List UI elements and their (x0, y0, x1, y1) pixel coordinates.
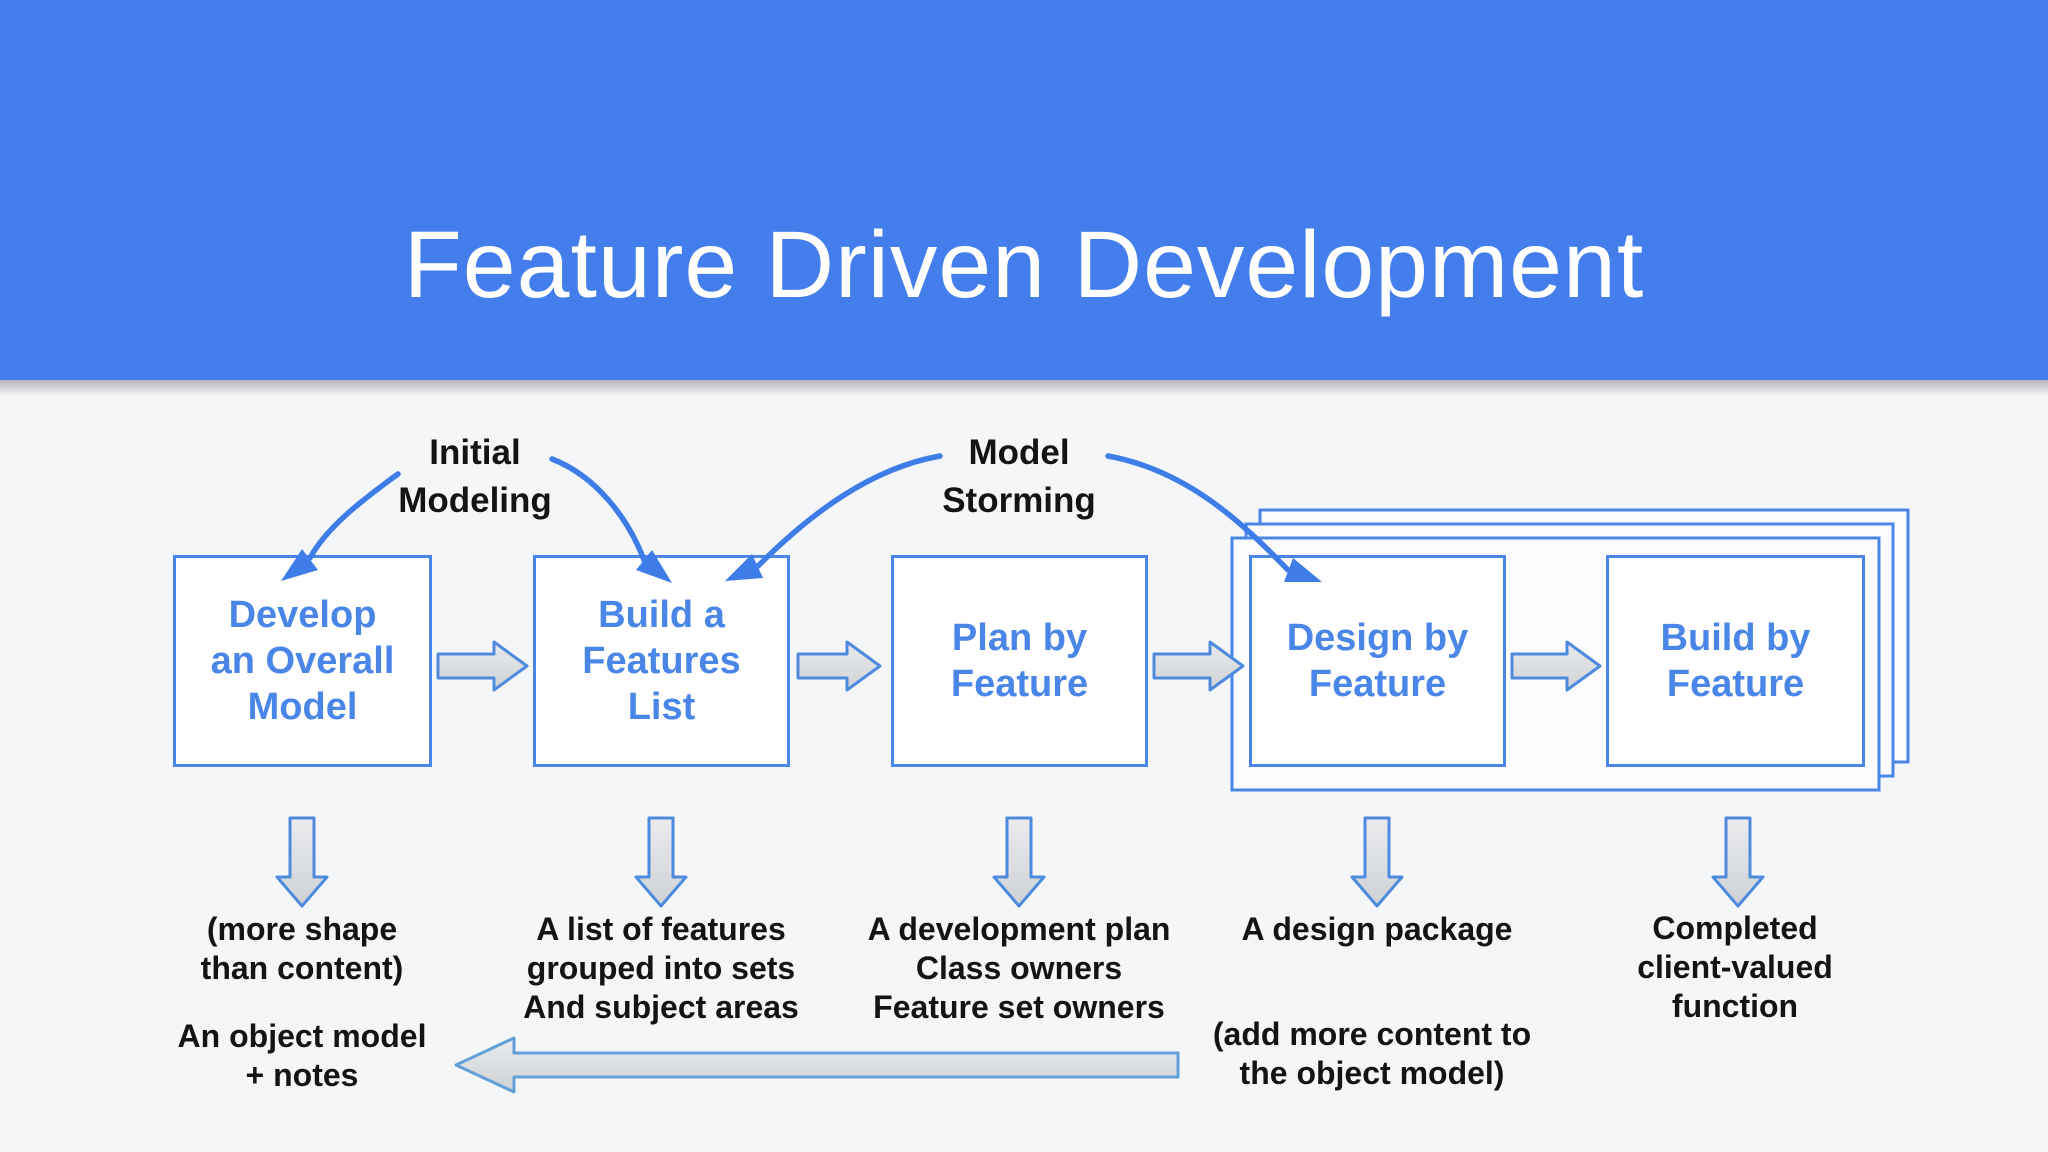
output-line: A development plan (867, 911, 1171, 947)
annotation-model-storming: Model Storming (869, 429, 1169, 525)
flow-box-build-by-feature: Build by Feature (1606, 555, 1865, 767)
output-line: client-valued (1637, 949, 1833, 985)
box-line: Design by (1286, 617, 1469, 659)
down-arrow-icon (275, 816, 329, 908)
flow-box-plan-by-feature: Plan by Feature (891, 555, 1148, 767)
note-line: the object model) (1239, 1055, 1505, 1091)
output-development-plan: A development plan Class owners Feature … (809, 910, 1229, 1027)
header-banner (0, 0, 2048, 380)
annotation-initial-modeling: Initial Modeling (325, 429, 625, 525)
box-line: Plan by (951, 617, 1088, 659)
down-arrow-icon (634, 816, 688, 908)
annotation-line: Modeling (398, 481, 552, 520)
box-line: Build by (1660, 617, 1811, 659)
output-line: Class owners (915, 950, 1123, 986)
annotation-line: Storming (942, 481, 1096, 520)
output-line: function (1671, 988, 1799, 1024)
flow-box-design-by-feature: Design by Feature (1249, 555, 1506, 767)
note-line: + notes (245, 1057, 359, 1093)
note-line: (add more content to (1212, 1016, 1532, 1052)
output-line: than content) (200, 950, 404, 986)
box-line: Features (582, 640, 741, 682)
down-arrow-icon (1711, 816, 1765, 908)
page-title: Feature Driven Development (403, 212, 1645, 318)
banner-shadow (0, 380, 2048, 396)
box-line: an Overall (210, 640, 395, 682)
box-line: Build a (598, 594, 725, 636)
box-line: Develop (228, 594, 377, 636)
box-line: Feature (950, 663, 1089, 705)
output-design-package: A design package (1167, 910, 1587, 949)
output-more-shape: (more shape than content) (92, 910, 512, 988)
flow-arrow-icon (796, 640, 882, 692)
flow-arrow-icon (436, 640, 529, 692)
output-features-list: A list of features grouped into sets And… (451, 910, 871, 1027)
output-line: Feature set owners (873, 989, 1165, 1025)
output-line: Completed (1652, 910, 1818, 946)
flow-arrow-icon (1152, 640, 1245, 692)
output-line: A list of features (536, 911, 786, 947)
output-line: (more shape (206, 911, 398, 947)
feedback-arrow-icon (454, 1036, 1180, 1094)
down-arrow-icon (992, 816, 1046, 908)
note-line: An object model (177, 1018, 427, 1054)
flow-box-build-features-list: Build a Features List (533, 555, 790, 767)
down-arrow-icon (1350, 816, 1404, 908)
box-line: List (627, 686, 696, 728)
flow-arrow-icon (1510, 640, 1602, 692)
note-add-content: (add more content to the object model) (1152, 1015, 1592, 1093)
annotation-line: Initial (429, 433, 521, 472)
output-line: A design package (1241, 911, 1513, 947)
box-line: Feature (1666, 663, 1805, 705)
annotation-line: Model (968, 433, 1070, 472)
box-line: Model (247, 686, 358, 728)
output-line: And subject areas (523, 989, 799, 1025)
box-line: Feature (1308, 663, 1447, 705)
note-object-model: An object model + notes (92, 1017, 512, 1095)
output-line: grouped into sets (526, 950, 796, 986)
flow-box-develop-overall-model: Develop an Overall Model (173, 555, 432, 767)
output-completed-function: Completed client-valued function (1525, 909, 1945, 1026)
